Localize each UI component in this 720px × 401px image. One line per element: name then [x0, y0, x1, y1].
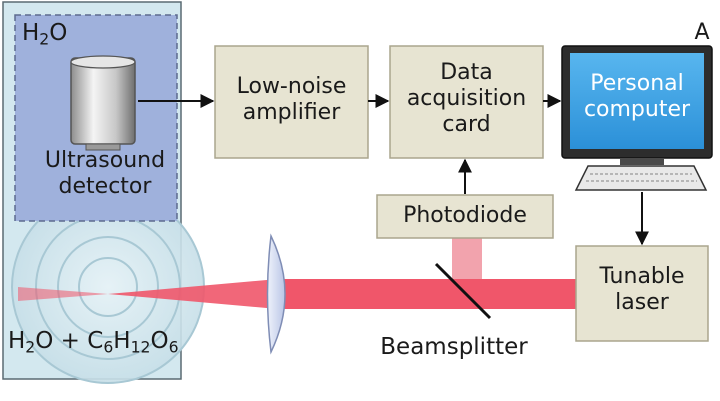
formula-subscript: 12 [130, 337, 151, 357]
beamsplitter-mirror [434, 262, 492, 320]
keyboard-icon [574, 165, 708, 191]
laser-beam [18, 238, 576, 309]
detector-label: Ultrasound detector [44, 148, 166, 199]
amplifier-label: Low-noise amplifier [236, 74, 347, 125]
daq-box [389, 45, 544, 159]
formula-subscript: 2 [25, 337, 36, 357]
formula-text: O + C [35, 328, 104, 354]
formula-text: H [8, 328, 26, 354]
solution-label: H2O + C6H12O6 [8, 328, 179, 355]
lens-icon [266, 233, 286, 355]
beamsplitter-label: Beamsplitter [380, 334, 528, 360]
photodiode-label: Photodiode [403, 203, 527, 228]
amplifier-box [214, 45, 369, 159]
formula-text: O [150, 328, 169, 354]
ultrasound-transducer-icon [70, 55, 136, 151]
laser-label: Tunable laser [599, 264, 685, 315]
laser-box [575, 245, 709, 342]
formula-subscript: 6 [168, 337, 179, 357]
ultrasound-ripples [11, 190, 205, 384]
signal-arrows [138, 94, 649, 246]
formula-subscript: 6 [103, 337, 114, 357]
daq-label: Data acquisition card [406, 60, 527, 137]
water-label: H2O [22, 20, 68, 49]
panel-label: A [694, 20, 710, 45]
computer-monitor-icon [561, 45, 713, 165]
formula-text: H [113, 328, 131, 354]
computer-label: Personal computer [583, 71, 691, 123]
photodiode-box [376, 194, 554, 239]
